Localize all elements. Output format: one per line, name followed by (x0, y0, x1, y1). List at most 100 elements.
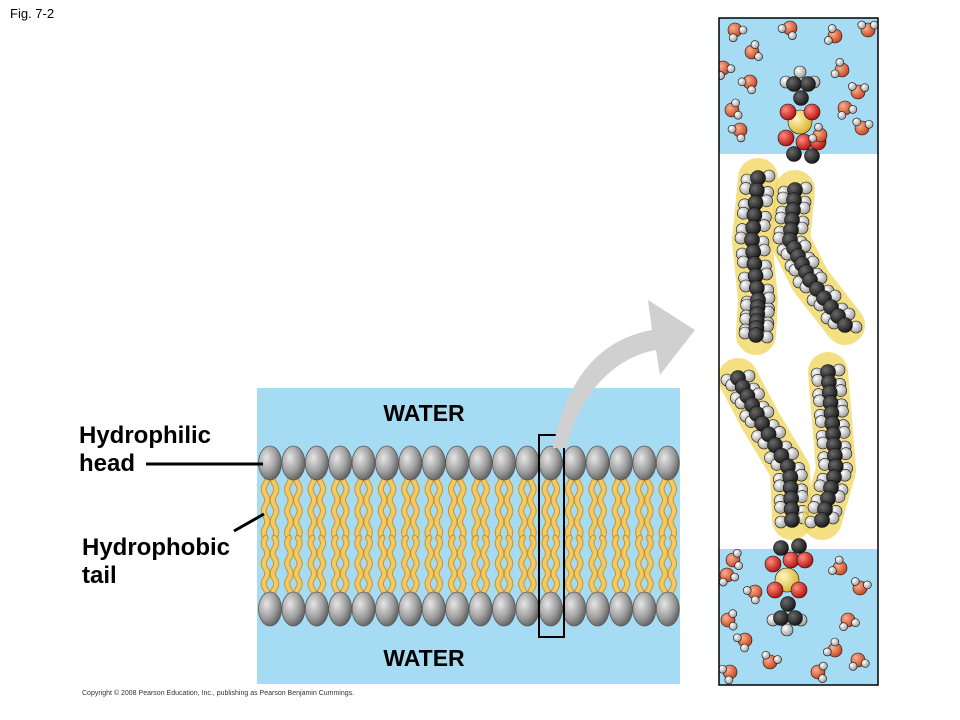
water-hydrogen-atom (773, 655, 782, 664)
lipid-tail-fill (551, 471, 560, 540)
carbon-atom (814, 512, 830, 528)
lipid-head (375, 591, 399, 627)
water-hydrogen-atom (728, 33, 738, 43)
oxygen-atom (777, 129, 795, 147)
water-hydrogen-atom (732, 548, 742, 558)
lipid-tail-fill (519, 536, 527, 601)
lipid-tail-fill (472, 471, 480, 540)
copyright-notice: Copyright © 2008 Pearson Education, Inc.… (82, 690, 355, 697)
lipid-head (538, 591, 563, 627)
water-region (257, 388, 680, 684)
lipid-tail-fill (668, 536, 677, 601)
lipid-tail-fill (472, 536, 480, 601)
hydrophobic-label-line2: tail (82, 562, 117, 589)
water-hydrogen-atom (761, 650, 771, 660)
water-hydrogen-atom (777, 24, 787, 33)
molecular-zoom-panel (718, 17, 879, 686)
carbon-atom (804, 148, 820, 164)
carbon-atom (748, 327, 764, 343)
water-hydrogen-atom (851, 618, 860, 628)
lipid-tail-fill (598, 536, 606, 601)
lipid-tail-fill (565, 471, 574, 540)
lipid-head (445, 445, 470, 481)
lipid-head (538, 445, 563, 481)
lipid-head (515, 445, 540, 481)
lipid-tail-fill (457, 536, 466, 601)
hydrogen-atom (780, 623, 794, 637)
hydrogen-atom (793, 65, 807, 79)
lipid-tail-fill (542, 471, 551, 540)
carbon-atom (837, 317, 853, 333)
carbon-atom (784, 512, 800, 528)
lipid-head (281, 591, 306, 627)
carbon-atom (793, 90, 809, 106)
lipid-head (375, 445, 399, 481)
lipid-tail-fill (574, 536, 583, 601)
lipid-tail-fill (481, 471, 489, 540)
lipid-head (632, 445, 657, 481)
lipid-head (492, 445, 516, 481)
water-top-label: WATER (383, 400, 465, 426)
water-hydrogen-atom (819, 661, 828, 671)
lipid-tail-fill (519, 471, 527, 540)
lipid-tail-fill (270, 471, 279, 540)
lipid-tail-fill (378, 471, 387, 540)
lipid-tail-fill (621, 471, 630, 540)
lipid-tail-fill (636, 471, 644, 540)
hydrophilic-heads (258, 445, 680, 627)
water-hydrogen-atom (860, 83, 870, 92)
water-hydrogen-atom (742, 586, 752, 595)
lipid-tail-fill (448, 471, 457, 540)
lipid-head (445, 591, 470, 627)
lipid-tail-fill (364, 471, 372, 540)
water-hydrogen-atom (719, 664, 727, 674)
water-hydrogen-atom (731, 98, 740, 108)
lipid-tail-fill (645, 536, 653, 601)
lipid-tail-fill (495, 536, 504, 601)
lipid-tail-fill (387, 471, 396, 540)
hydrophilic-label-line2: head (79, 450, 135, 477)
lipid-tail-fill (528, 471, 536, 540)
lipid-tail-fill (504, 471, 513, 540)
lipid-head (562, 445, 587, 481)
water-hydrogen-atom (860, 659, 870, 668)
water-hydrogen-atom (727, 124, 737, 134)
water-hydrogen-atom (848, 105, 858, 114)
lipid-tail-fill (636, 536, 644, 601)
lipid-head (468, 591, 493, 627)
lipid-head (632, 591, 657, 627)
water-hydrogen-atom (728, 609, 738, 618)
hydrophobic-label: Hydrophobic (82, 534, 230, 561)
lipid-tail-fill (331, 536, 340, 601)
lipid-tail-fill (668, 471, 677, 540)
lipid-tail-fill (645, 471, 653, 540)
carbon-atom (780, 596, 796, 612)
lipid-tail-fill (457, 471, 466, 540)
lipid-head (609, 445, 633, 481)
lipid-tail-fill (355, 536, 363, 601)
lipid-tail-fill (589, 536, 597, 601)
lipid-tail-fill (574, 471, 583, 540)
lipid-head (562, 591, 587, 627)
lipid-tail-fill (448, 536, 457, 601)
water-hydrogen-atom (870, 20, 878, 30)
water-hydrogen-atom (863, 580, 872, 590)
lipid-head (585, 445, 610, 481)
carbon-atom (787, 610, 803, 626)
lipid-tail-fill (612, 471, 621, 540)
lipid-head (655, 591, 680, 627)
lipid-tail-fill (434, 471, 443, 540)
lipid-tail-fill (481, 536, 489, 601)
carbon-atom (800, 76, 816, 92)
lipid-tail-fill (270, 536, 279, 601)
lipid-tail-fill (340, 471, 349, 540)
oxygen-atom (803, 103, 821, 121)
carbon-atom (786, 76, 802, 92)
lipid-head (585, 591, 610, 627)
water-hydrogen-atom (850, 577, 860, 586)
lipid-tail-fill (317, 471, 326, 540)
water-hydrogen-atom (835, 58, 845, 67)
lipid-tail-fill (425, 471, 434, 540)
water-hydrogen-atom (864, 119, 874, 129)
